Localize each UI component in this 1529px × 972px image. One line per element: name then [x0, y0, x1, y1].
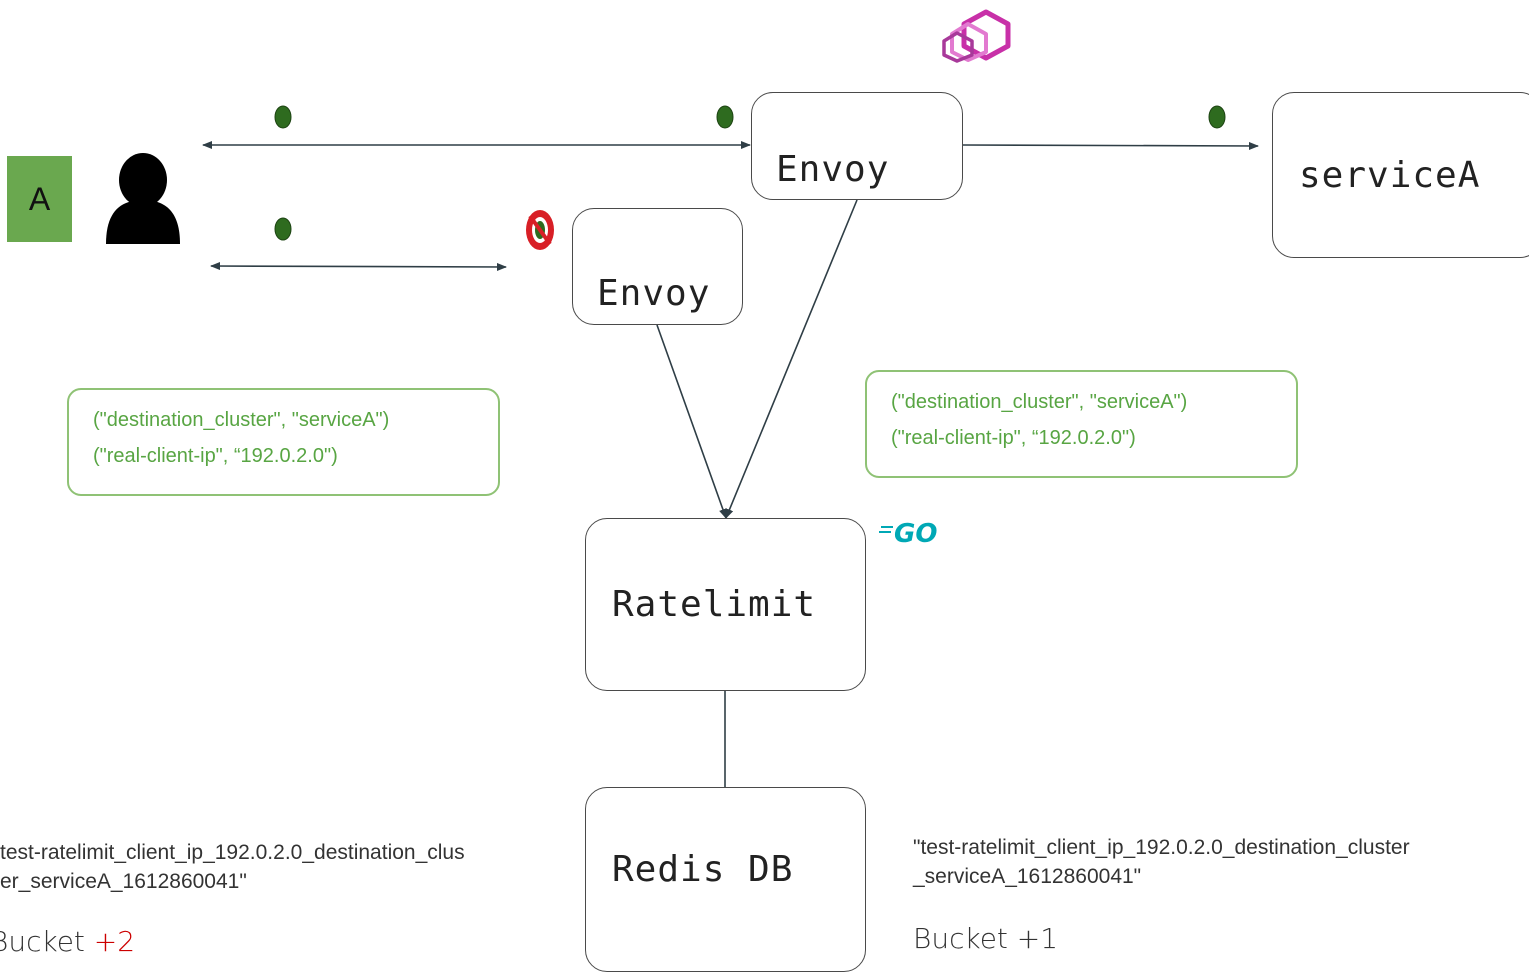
envoy-top-node[interactable]: Envoy	[751, 92, 963, 200]
bucket-left-increment: +2	[93, 925, 136, 958]
redis-key-line: _serviceA_1612860041"	[913, 865, 1142, 888]
envoy-bottom-node[interactable]: Envoy	[572, 208, 743, 325]
client-label: A	[7, 156, 72, 242]
descriptor-line: ("destination_cluster", "serviceA")	[93, 409, 390, 431]
bucket-left-label: Bucket	[0, 925, 94, 958]
arrow-user-envoy-bottom	[210, 262, 507, 271]
descriptor-line: ("destination_cluster", "serviceA")	[891, 391, 1188, 413]
ratelimit-label: Ratelimit	[612, 584, 817, 625]
envoy-logo-icon	[942, 9, 1011, 63]
redis-key-line: er_serviceA_1612860041"	[0, 870, 247, 893]
redis-node[interactable]: Redis DB	[585, 787, 866, 972]
redis-label: Redis DB	[612, 849, 794, 890]
redis-key-line: test-ratelimit_client_ip_192.0.2.0_desti…	[0, 841, 465, 864]
redis-key-right: "test-ratelimit_client_ip_192.0.2.0_dest…	[913, 833, 1410, 891]
envoy-top-label: Envoy	[776, 148, 890, 190]
descriptor-line: ("real-client-ip", “192.0.2.0")	[93, 445, 338, 467]
arrow-envoy-service	[962, 141, 1259, 150]
ratelimit-node[interactable]: Ratelimit	[585, 518, 866, 691]
bucket-right-label: Bucket +1	[913, 922, 1059, 955]
blocked-icon	[526, 210, 554, 250]
descriptor-line: ("real-client-ip", “192.0.2.0")	[891, 427, 1136, 449]
service-label: serviceA	[1299, 154, 1481, 196]
service-node[interactable]: serviceA	[1272, 92, 1529, 258]
ok-dot	[716, 105, 734, 129]
arrow-envoy-bottom-ratelimit	[656, 324, 727, 519]
envoy-bottom-label: Envoy	[597, 273, 711, 314]
bucket-right: Bucket +1	[913, 922, 1058, 955]
redis-key-line: "test-ratelimit_client_ip_192.0.2.0_dest…	[913, 836, 1410, 859]
bucket-left: Bucket +2	[0, 925, 135, 958]
svg-text:GO: GO	[894, 519, 937, 549]
descriptor-box-left: ("destination_cluster", "serviceA") ("re…	[67, 388, 500, 496]
user-icon	[106, 153, 180, 244]
arrow-envoy-top-ratelimit	[725, 199, 858, 519]
descriptor-box-right: ("destination_cluster", "serviceA") ("re…	[865, 370, 1298, 478]
redis-key-left: test-ratelimit_client_ip_192.0.2.0_desti…	[0, 838, 465, 896]
go-logo-icon: GO	[879, 519, 937, 549]
ok-dot	[274, 217, 292, 241]
ok-dot	[1208, 105, 1226, 129]
ok-dot	[274, 105, 292, 129]
